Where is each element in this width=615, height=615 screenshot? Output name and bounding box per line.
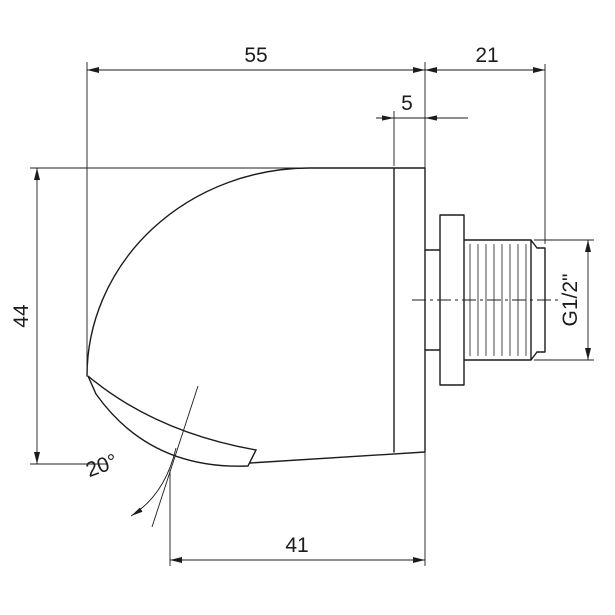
spray-angle-arc <box>130 447 177 517</box>
dim-spray-angle: 20° <box>83 385 199 528</box>
spray-face-knurled-band <box>87 375 258 467</box>
dim-body-height-label: 44 <box>10 304 33 328</box>
dim-top-width: 55 <box>87 44 425 73</box>
extension-lines <box>30 62 594 566</box>
dim-plate-thickness-arrow-right <box>425 115 437 121</box>
dim-bottom-width: 41 <box>170 534 425 563</box>
shower-head-body-outline <box>86 167 426 464</box>
spray-axis-line <box>151 385 199 528</box>
dim-bottom-width-label: 41 <box>285 534 308 557</box>
dim-thread-size: G1/2" <box>559 240 591 360</box>
spray-angle-arrow <box>131 507 143 516</box>
dim-top-width-label: 55 <box>244 44 267 67</box>
dim-wall-projection: 21 <box>425 44 545 73</box>
dim-wall-projection-label: 21 <box>475 44 498 67</box>
dim-plate-thickness: 5 <box>376 92 468 121</box>
dim-thread-size-label: G1/2" <box>559 274 582 327</box>
dim-spray-angle-label: 20° <box>83 450 121 482</box>
dim-plate-thickness-arrow-left <box>382 115 394 121</box>
dim-body-height: 44 <box>10 168 40 464</box>
dim-plate-thickness-label: 5 <box>401 92 413 115</box>
